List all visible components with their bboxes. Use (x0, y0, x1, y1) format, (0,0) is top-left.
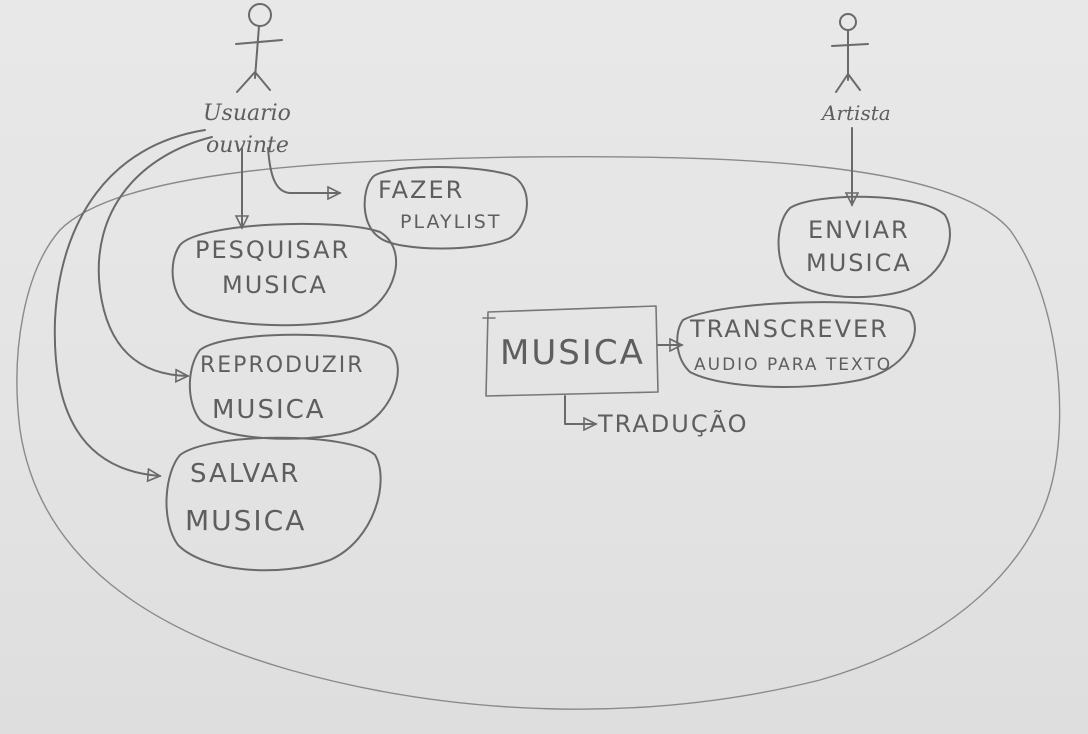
traducao-label: TRADUÇÃO (597, 408, 748, 438)
actor-user (235, 3, 283, 93)
arrow-user-to-salvar (53, 129, 206, 476)
arrow-user-to-playlist (267, 147, 340, 193)
usecase-reproduzir-line2: MUSICA (212, 395, 326, 425)
arrow-user-to-reproduzir (97, 136, 213, 376)
usecase-fazer-playlist-line2: PLAYLIST (400, 211, 501, 233)
usecase-pesquisar-line2: MUSICA (222, 271, 328, 299)
usecase-enviar-line1: ENVIAR (808, 216, 910, 244)
actor-artist (831, 13, 869, 93)
usecase-enviar-ellipse (777, 195, 951, 299)
usecase-enviar-line2: MUSICA (806, 249, 912, 277)
usecase-transcrever-line2: AUDIO PARA TEXTO (694, 355, 892, 375)
usecase-pesquisar-ellipse (171, 222, 397, 327)
system-boundary (16, 155, 1061, 710)
usecase-reproduzir-ellipse (188, 333, 399, 440)
usecase-pesquisar-line1: PESQUISAR (195, 236, 350, 264)
usecase-transcrever-line1: TRANSCREVER (689, 315, 889, 343)
usecase-reproduzir-line1: REPRODUZIR (200, 353, 365, 378)
musica-box (485, 305, 659, 397)
usecase-salvar-line1: SALVAR (190, 459, 300, 489)
usecase-fazer-playlist-line1: FAZER (378, 176, 464, 204)
actor-user-label-line2: ouvinte (206, 133, 289, 158)
actor-user-label-line1: Usuario (203, 101, 291, 126)
usecase-salvar-line2: MUSICA (185, 504, 306, 537)
usecase-transcrever-ellipse (676, 301, 916, 388)
usecase-salvar-ellipse (165, 436, 382, 572)
arrow-musica-to-traducao (564, 395, 596, 424)
musica-box-label: MUSICA (500, 333, 645, 373)
actor-artist-label: Artista (820, 101, 891, 125)
